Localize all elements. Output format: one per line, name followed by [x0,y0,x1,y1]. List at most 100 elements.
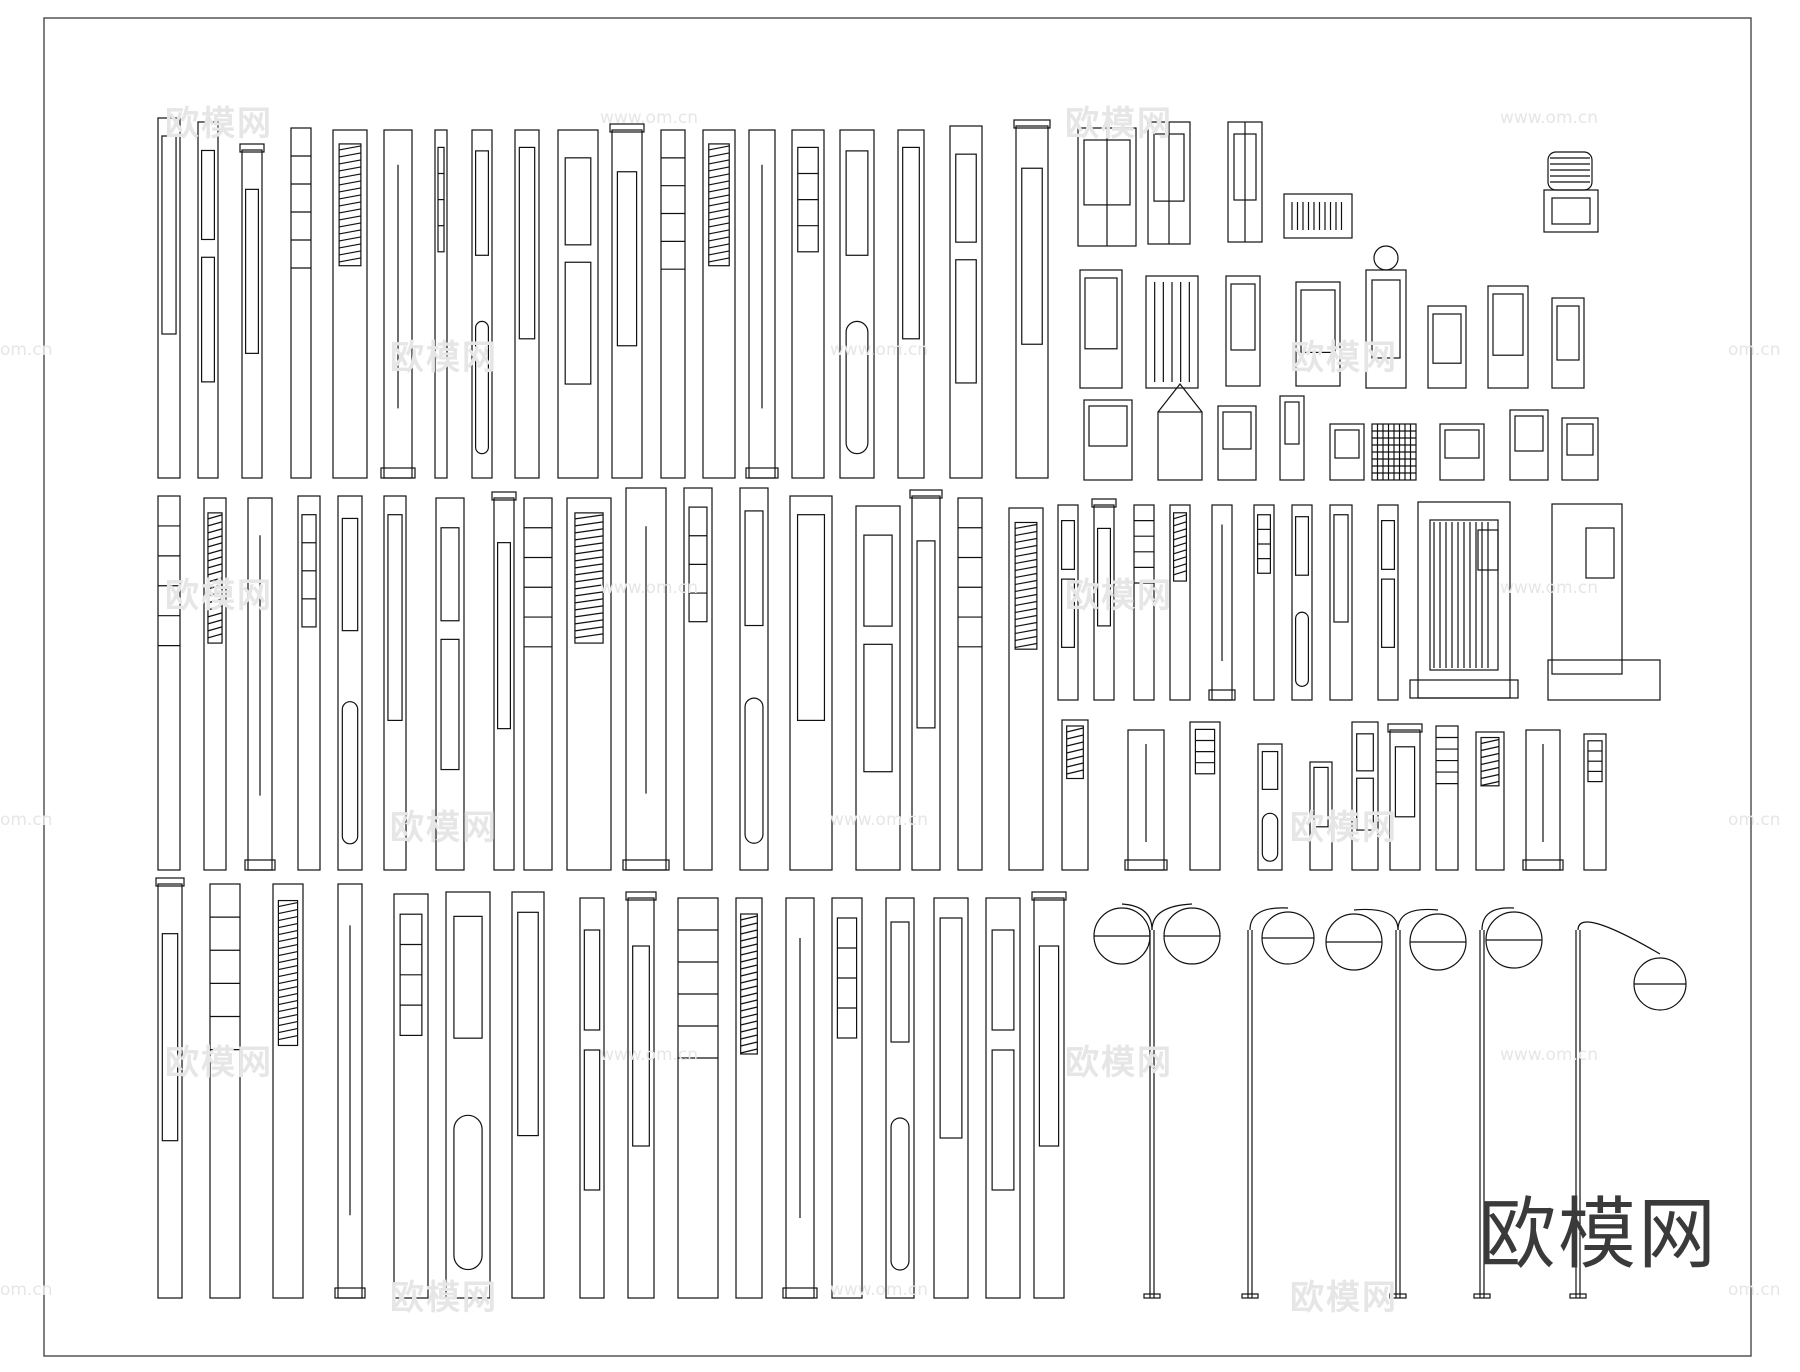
lamp-post-2-2 [244,497,276,871]
street-light-2 [1325,908,1467,1299]
lamp-post-2-4 [337,495,363,871]
garden-lamp-b-7 [1551,297,1585,389]
garden-lamp-b-1 [1145,275,1199,389]
lamp-post-2b-3 [1257,743,1283,871]
lamp-post-1-14 [791,129,825,479]
lamp-post-2r-5 [1253,504,1275,701]
lamp-post-3-0 [155,877,185,1299]
garden-lamp-b-4 [1365,245,1407,389]
lamp-post-3-11 [782,897,818,1299]
lamp-post-1-18 [1013,119,1051,479]
garden-lamp-b-6 [1487,285,1529,389]
lamp-post-2-0 [157,495,181,871]
lamp-post-1-0 [157,117,181,479]
lamp-post-2-13 [789,495,833,871]
lamp-post-3-3 [334,883,366,1299]
lamp-post-3-13 [885,897,915,1299]
garden-lamp-mushroom [1543,151,1599,233]
garden-lamp-a-2 [1227,121,1263,243]
lamp-post-2-1 [203,497,227,871]
lamp-post-2-15 [909,489,943,871]
lamp-post-1-2 [239,143,265,479]
lamp-post-2-9 [566,497,612,871]
wall-lamp-large-b [1547,503,1661,701]
lamp-post-1-11 [660,129,686,479]
lamp-post-3-4 [393,893,429,1299]
bollard-6 [1439,423,1485,481]
lamp-post-1-17 [949,125,983,479]
garden-lamp-low-box [1283,193,1353,239]
bollard-2 [1217,405,1257,481]
bollard-4 [1329,423,1365,481]
lamp-post-2r-7 [1329,504,1353,701]
lamp-post-1-13 [745,129,779,479]
lamp-post-2-6 [435,497,465,871]
lamp-post-2-14 [855,505,901,871]
lamp-post-2b-4 [1309,761,1333,871]
lamp-post-1-16 [897,129,925,479]
lamp-post-1-7 [471,129,493,479]
lamp-post-2r-8 [1377,504,1399,701]
lamp-post-2-8 [523,497,553,871]
lamp-post-1-8 [514,129,540,479]
lamp-post-1-1 [197,121,219,479]
lamp-post-1-3 [290,127,312,479]
lamp-post-2-3 [297,495,321,871]
lamp-post-3-12 [831,897,863,1299]
lamp-post-3-14 [933,897,969,1299]
lamp-elevations [155,117,1687,1299]
lamp-post-2b-5 [1351,721,1379,871]
lamp-post-2-17 [1008,507,1044,871]
lamp-post-3-7 [579,897,605,1299]
lamp-post-1-12 [702,129,736,479]
street-light-4 [1569,921,1687,1299]
lamp-post-3-10 [735,897,763,1299]
sheet-border [43,17,1752,1357]
lamp-post-2b-2 [1189,721,1221,871]
lamp-post-3-6 [511,891,545,1299]
garden-lamp-b-3 [1295,281,1341,387]
lamp-post-2r-0 [1057,504,1079,701]
lamp-post-3-5 [445,891,491,1299]
garden-lamp-b-2 [1225,275,1261,387]
street-light-0 [1093,903,1221,1299]
lamp-post-2-11 [683,487,713,871]
lamp-post-3-8 [625,891,657,1299]
wall-lamp-large-a [1409,501,1519,699]
garden-lamp-a-1 [1147,121,1191,245]
bollard-7 [1509,409,1549,481]
lamp-post-2-12 [739,487,769,871]
lamp-post-2r-3 [1169,504,1191,701]
lamp-post-2b-10 [1583,733,1607,871]
bollard-0 [1083,399,1133,481]
garden-lamp-b-0 [1079,269,1123,389]
lamp-post-2b-9 [1522,729,1564,871]
lamp-post-2b-8 [1475,731,1505,871]
lamp-post-1-15 [839,129,875,479]
lamp-post-1-4 [332,129,368,479]
lamp-post-2-16 [957,497,983,871]
lamp-post-3-15 [985,897,1021,1299]
bollard-8 [1561,417,1599,481]
lamp-post-2r-4 [1208,504,1236,701]
lamp-post-1-9 [557,129,599,479]
lamp-post-1-6 [434,129,448,479]
lamp-post-2b-6 [1387,723,1423,871]
lamp-post-2b-0 [1061,719,1089,871]
lamp-post-2b-7 [1435,725,1459,871]
brand-logo-text: 欧模网 [1478,1190,1719,1280]
lamp-post-1-10 [609,123,645,479]
lamp-post-1-5 [380,129,416,479]
bollard-1 [1157,383,1203,481]
lamp-post-2-7 [491,491,517,871]
lamp-post-2b-1 [1124,729,1168,871]
bollard-3 [1279,395,1305,481]
lamp-post-2-10 [622,487,670,871]
street-light-3 [1473,907,1543,1299]
lamp-post-3-1 [209,883,241,1299]
garden-lamp-b-5 [1427,305,1467,389]
bollard-5 [1371,423,1417,481]
lamp-post-3-9 [677,897,719,1299]
lamp-post-2-5 [383,495,407,871]
